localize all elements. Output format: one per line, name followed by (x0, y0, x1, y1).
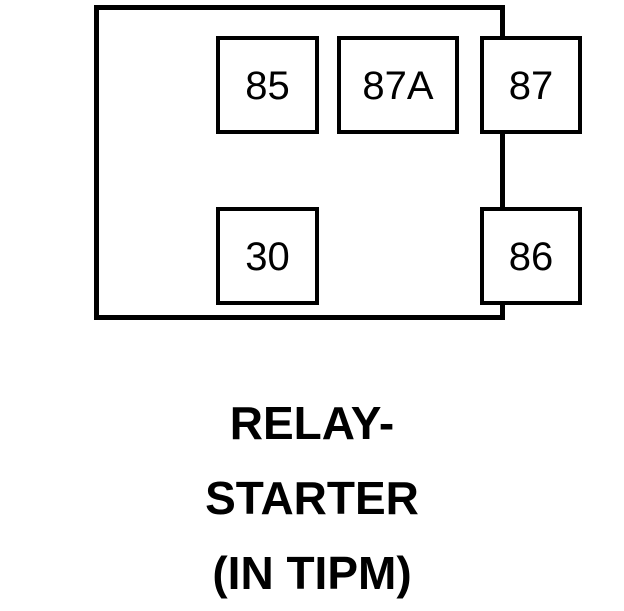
terminal-pad-85[interactable]: 85 (216, 36, 319, 134)
terminal-pad-87a[interactable]: 87A (337, 36, 459, 134)
terminal-label-30: 30 (245, 235, 290, 279)
terminal-label-85: 85 (245, 64, 290, 108)
terminal-pad-86[interactable]: 86 (480, 207, 582, 305)
terminal-pad-30[interactable]: 30 (216, 207, 319, 305)
terminal-pad-87[interactable]: 87 (480, 36, 582, 134)
caption-line-2: STARTER (205, 472, 419, 524)
terminal-label-87: 87 (508, 64, 554, 108)
caption-line-1: RELAY- (229, 397, 395, 449)
terminal-label-86: 86 (508, 235, 554, 279)
caption-line-3: (IN TIPM) (212, 547, 412, 599)
relay-body-outline: 85 87A 87 30 86 (94, 5, 582, 320)
diagram-caption: RELAY- STARTER (IN TIPM) (0, 386, 624, 611)
terminal-label-87a: 87A (362, 64, 434, 108)
